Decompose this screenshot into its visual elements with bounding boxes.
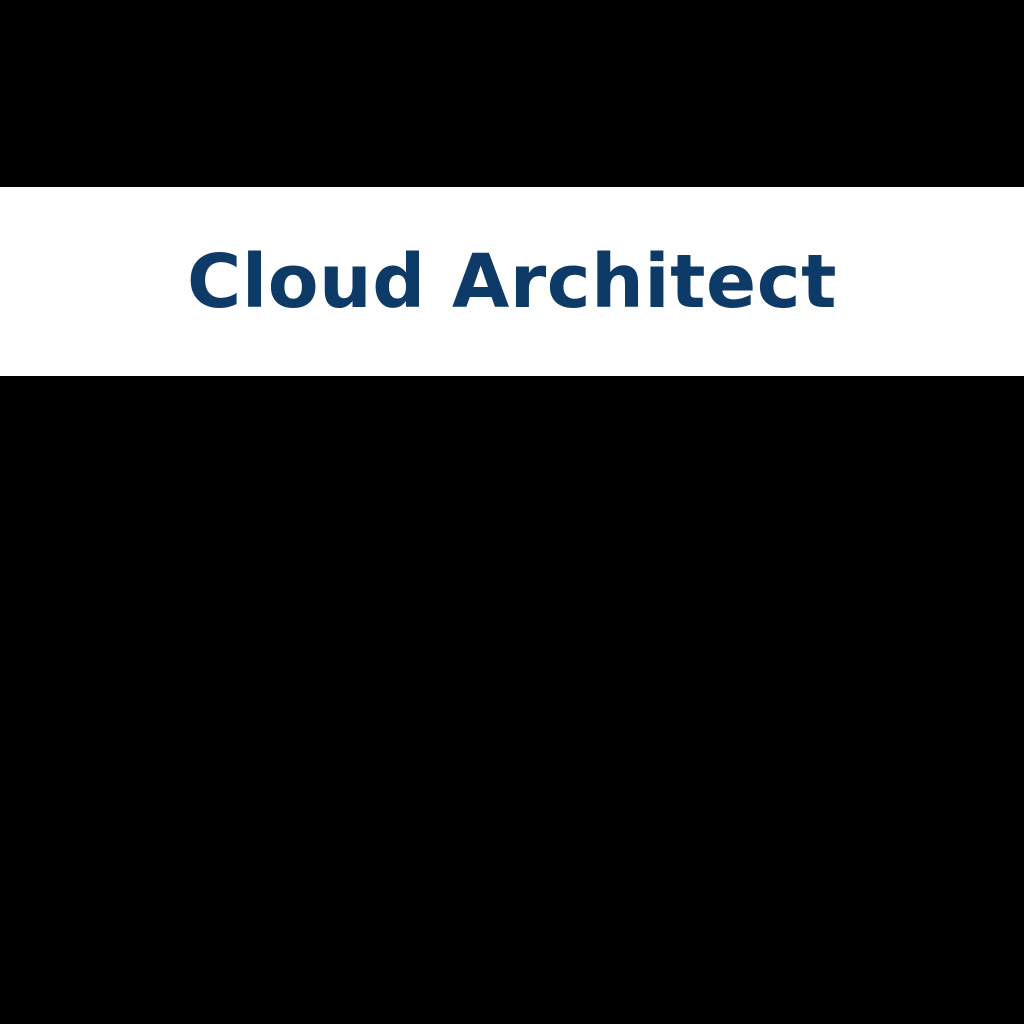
banner-title: Cloud Architect: [187, 238, 837, 325]
title-banner: Cloud Architect: [0, 187, 1024, 376]
